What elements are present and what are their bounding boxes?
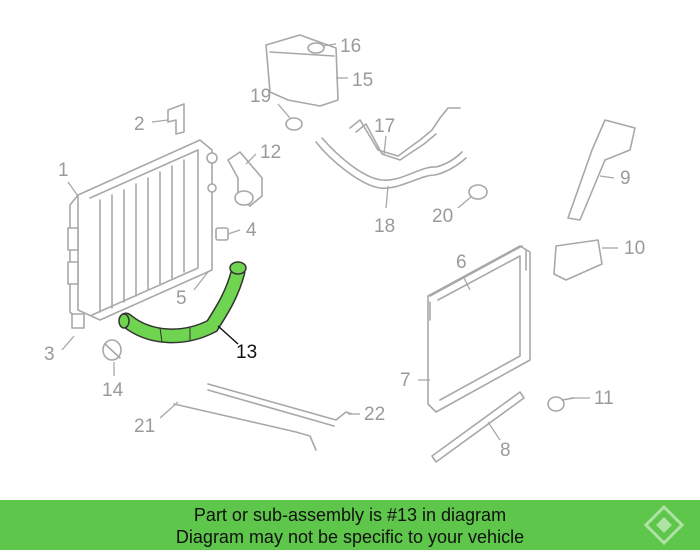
upper-hose-part [315,107,467,189]
callout-2: 2 [134,114,145,135]
bracket-part [167,103,185,135]
callout-21: 21 [134,416,155,437]
fan-shroud-part [427,245,531,413]
callout-13: 13 [236,342,257,363]
inlet-fitting-part [227,151,263,207]
callout-18: 18 [374,216,395,237]
callout-3: 3 [44,344,55,365]
callout-15: 15 [352,70,373,91]
callout-10: 10 [624,238,645,259]
watermark-logo-icon [643,504,685,546]
callout-1: 1 [58,160,69,181]
callout-5: 5 [176,288,187,309]
radiator-part [67,139,218,329]
callout-12: 12 [260,142,281,163]
air-deflector-10-part [553,239,603,281]
callout-8: 8 [500,440,511,461]
info-banner: Part or sub-assembly is #13 in diagram D… [0,500,700,550]
bolt-part [547,396,575,412]
callout-9: 9 [620,168,631,189]
callout-20: 20 [432,206,453,227]
callout-17: 17 [374,116,395,137]
callout-11: 11 [594,388,614,409]
banner-line-part-number: Part or sub-assembly is #13 in diagram [193,505,507,525]
clamp-20-part [468,184,488,200]
lower-hose-part [118,261,247,344]
parts-diagram: 1 2 3 4 5 6 7 8 9 10 11 12 13 14 15 16 1… [44,34,645,463]
banner-line-disclaimer: Diagram may not be specific to your vehi… [175,527,525,547]
callout-7: 7 [400,370,411,391]
leader-lines [61,43,618,441]
clamp-part [102,339,122,361]
coolant-reservoir-part [265,34,339,107]
seal-strip-part [431,391,525,463]
callout-16: 16 [340,36,361,57]
air-deflector-part [567,119,636,221]
callout-14: 14 [102,380,124,401]
callout-19: 19 [250,86,271,107]
clamp-19-part [285,117,303,131]
cooler-tube-part [173,383,353,451]
callout-4: 4 [246,220,257,241]
callout-6: 6 [456,252,467,273]
drain-plug-part [215,227,229,241]
callout-22: 22 [364,404,385,425]
